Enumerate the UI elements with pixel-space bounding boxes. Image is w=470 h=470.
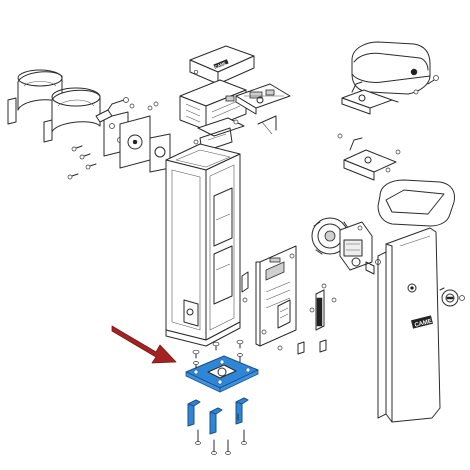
motor-brackets-right xyxy=(337,81,401,181)
barrier-post: CAME xyxy=(377,179,455,423)
highlighted-foundation-plate xyxy=(185,355,259,393)
brand-label-post: CAME xyxy=(414,319,433,329)
main-cabinet xyxy=(165,143,249,347)
plate-nuts-and-bolts xyxy=(192,339,247,455)
cable-ring-covers xyxy=(7,69,101,143)
highlighted-anchor-brackets xyxy=(187,397,249,435)
brand-label-box: CAME xyxy=(214,60,227,69)
top-housing-cover xyxy=(351,41,439,95)
battery-and-small-parts xyxy=(277,283,337,355)
motor-gearbox xyxy=(311,217,381,275)
control-box-cover: CAME xyxy=(189,45,255,85)
control-board xyxy=(235,83,291,115)
red-pointer-arrow xyxy=(111,325,177,364)
lock-cylinder xyxy=(439,287,465,307)
plates-and-brackets-left xyxy=(67,97,171,180)
electronic-control-panel xyxy=(255,245,297,347)
